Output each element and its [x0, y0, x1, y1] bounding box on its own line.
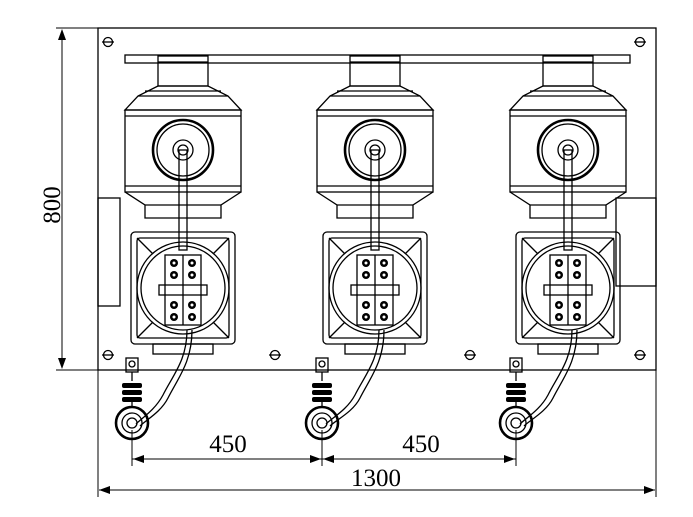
- phase-unit-phase-b: [304, 55, 435, 441]
- mounting-hole: [102, 36, 114, 48]
- mounting-plate: [97, 27, 657, 371]
- dimension-height: 800: [39, 27, 98, 371]
- dimension-pitch: 450 450: [131, 430, 517, 466]
- dimension-width-label: 1300: [351, 465, 401, 492]
- mounting-hole: [634, 36, 646, 48]
- dimension-width: 1300: [97, 370, 657, 497]
- mounting-hole: [269, 349, 281, 361]
- phase-unit-phase-a: [114, 55, 243, 441]
- dimension-pitch-left-label: 450: [209, 431, 247, 458]
- dimension-pitch-right-label: 450: [402, 431, 440, 458]
- mounting-hole: [464, 349, 476, 361]
- mounting-hole: [634, 349, 646, 361]
- mounting-hole: [102, 349, 114, 361]
- phase-unit-phase-c: [498, 55, 628, 441]
- dimension-height-label: 800: [39, 186, 66, 224]
